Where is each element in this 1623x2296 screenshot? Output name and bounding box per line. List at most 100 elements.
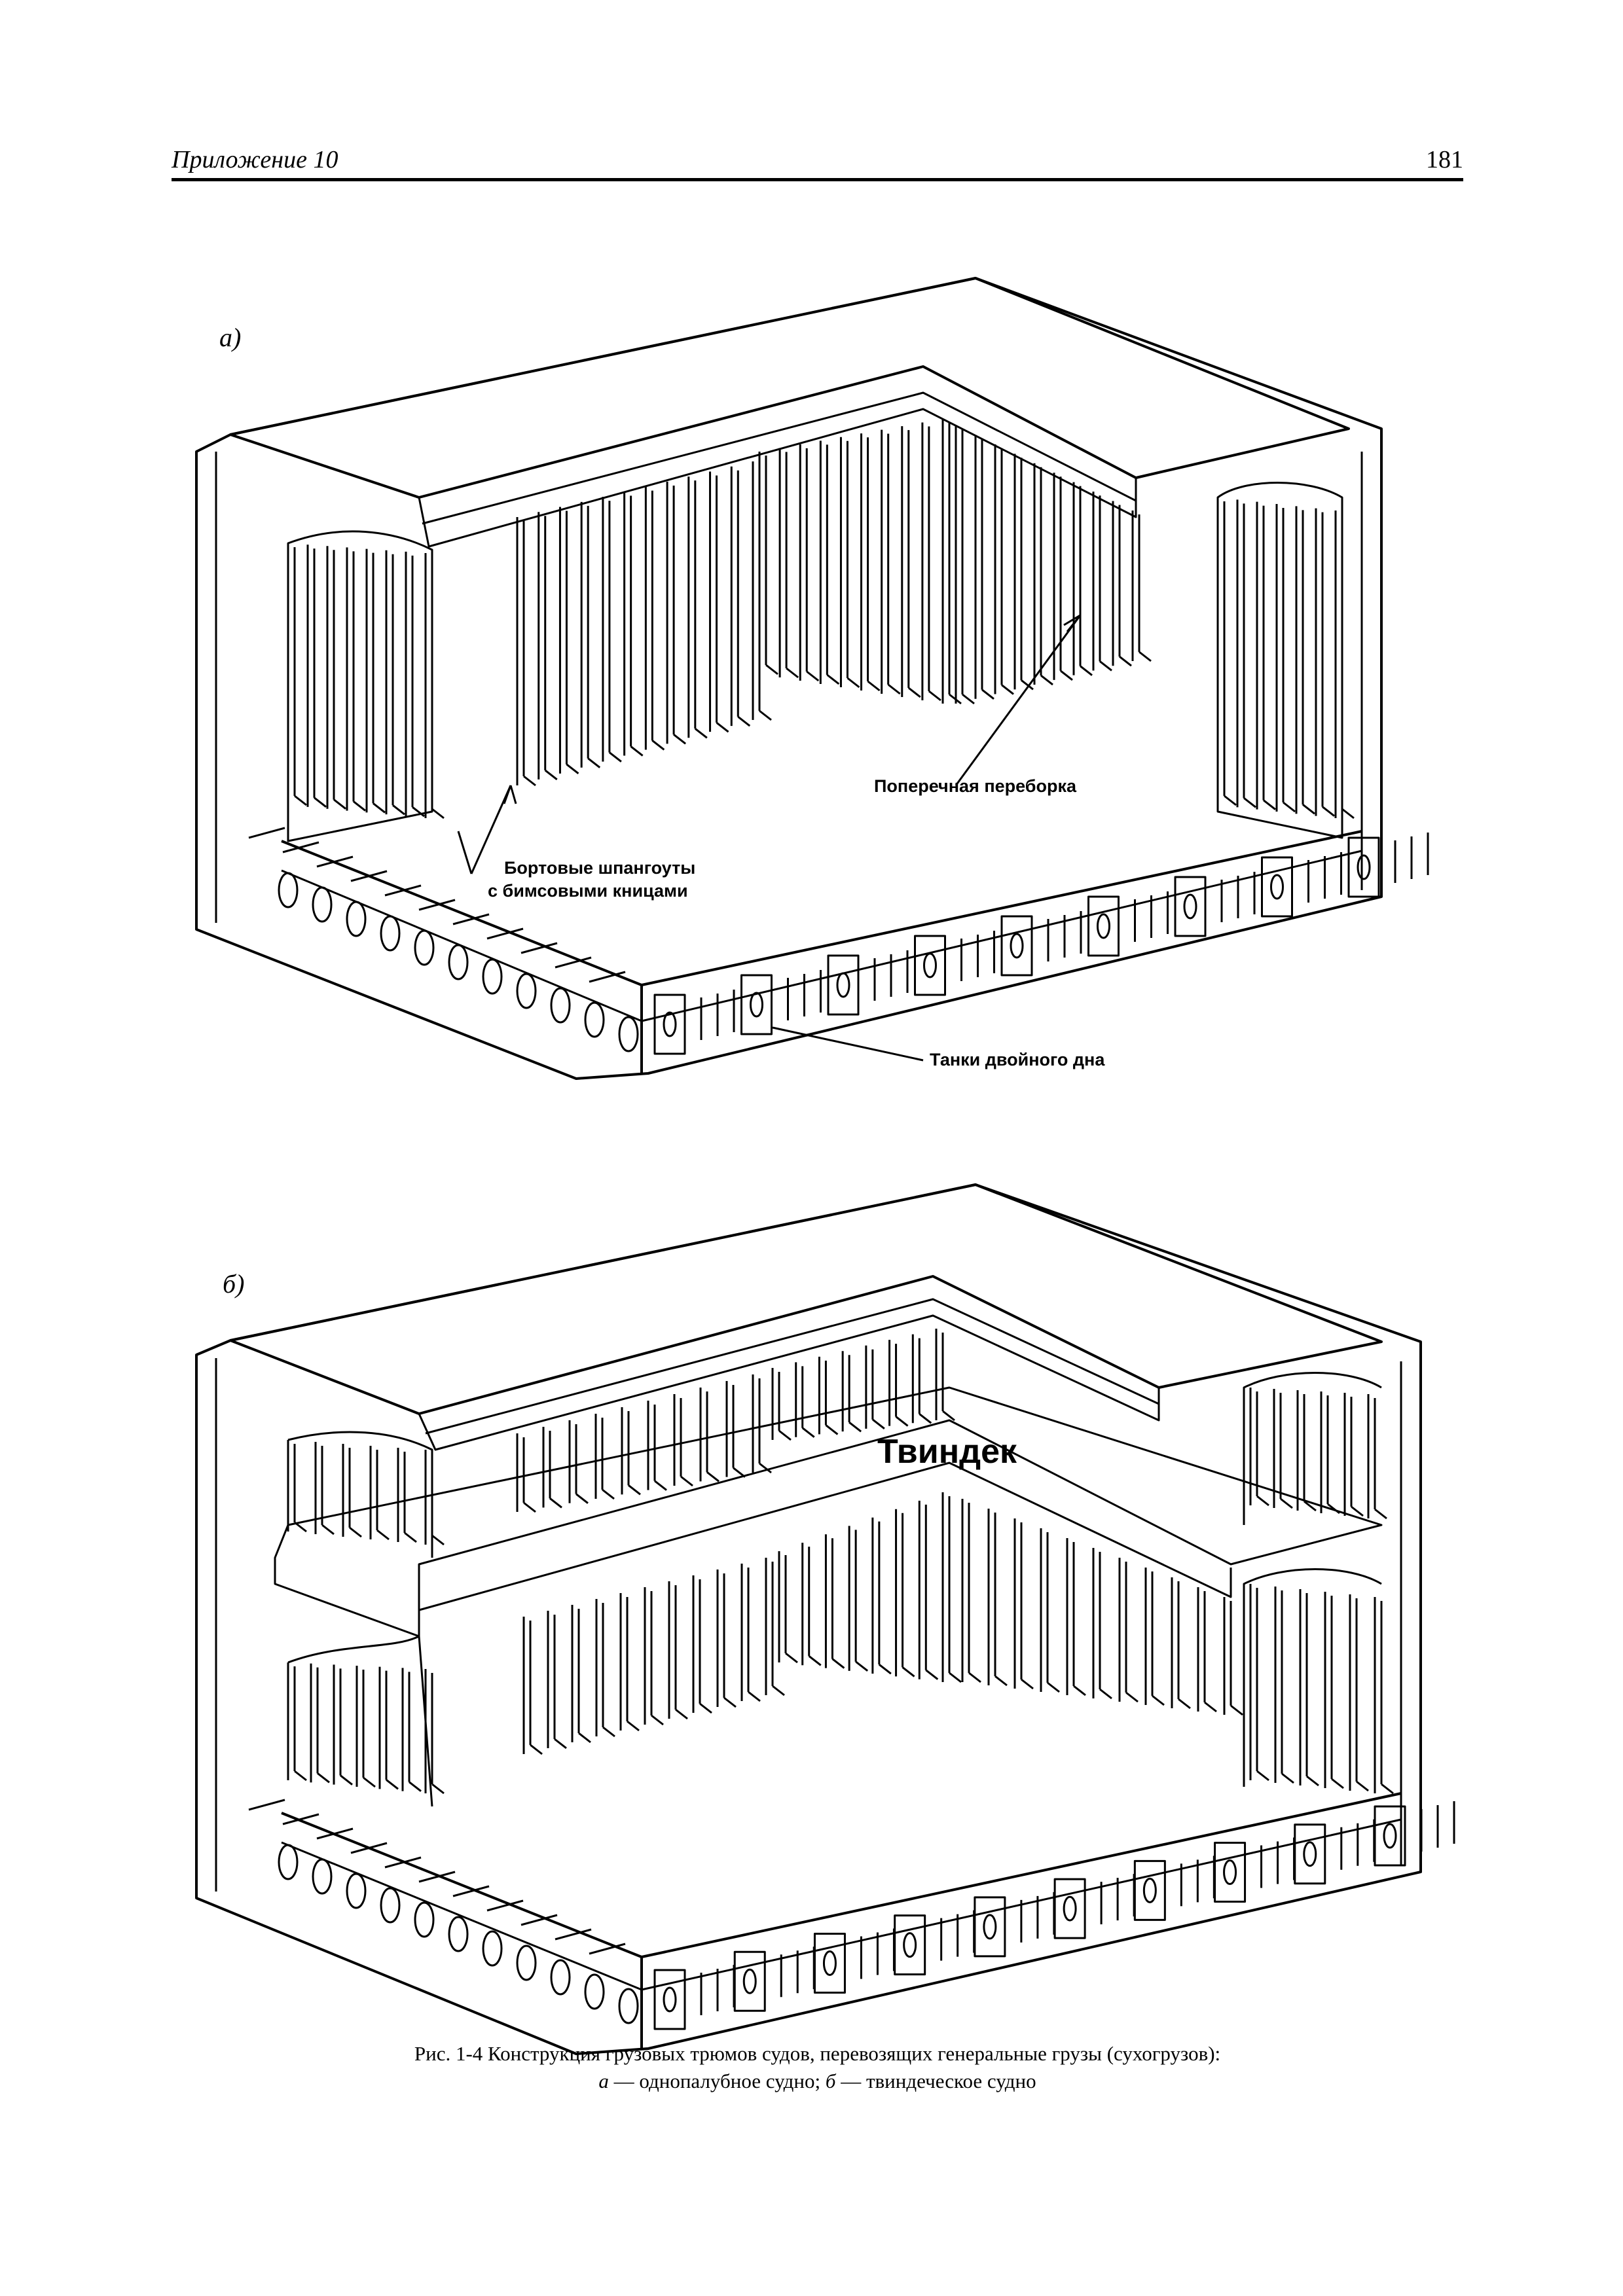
side-frame xyxy=(1341,808,1355,819)
floor-plate xyxy=(486,927,524,940)
bottom-girder xyxy=(740,974,773,1035)
hold-frame xyxy=(386,1779,399,1790)
floor-plate xyxy=(589,1943,626,1955)
lightening-hole xyxy=(278,872,299,908)
floor-plate xyxy=(384,884,422,897)
bulkhead-stiffener xyxy=(962,693,975,705)
hold-frame xyxy=(675,1708,688,1720)
figure-a-hold-drawing xyxy=(195,277,1383,1080)
lightening-hole xyxy=(482,1930,503,1967)
bottom-girder xyxy=(894,1914,926,1976)
tweendeck-stiffener xyxy=(871,1418,885,1430)
bulkhead-stiffener xyxy=(867,680,881,692)
lightening-hole xyxy=(983,1914,997,1940)
bulkhead-stiffener xyxy=(1099,1688,1112,1700)
tweendeck-frame xyxy=(1280,1498,1293,1509)
bulkhead-stiffener xyxy=(1021,1678,1034,1690)
tweendeck-frame xyxy=(1327,1503,1340,1515)
side-frame xyxy=(544,769,558,781)
hold-frame xyxy=(363,1776,376,1788)
lightening-hole xyxy=(414,929,435,966)
side-frame xyxy=(412,806,425,817)
hold-frame xyxy=(1331,1778,1344,1789)
callout-side-frames-line2: с бимсовыми кницами xyxy=(488,881,688,901)
side-frame xyxy=(1243,797,1256,808)
lightening-hole xyxy=(448,944,469,980)
floor-plate xyxy=(282,841,319,853)
lightening-hole xyxy=(312,886,333,923)
tweendeck-stiffener xyxy=(848,1421,862,1433)
tweendeck-frame xyxy=(733,1467,746,1478)
bottom-girder xyxy=(914,935,946,996)
caption-a-letter: а xyxy=(598,2070,609,2092)
bulkhead-stiffener xyxy=(1125,1691,1139,1703)
lightening-hole xyxy=(448,1916,469,1952)
bulkhead-stiffener xyxy=(968,1672,981,1683)
lightening-hole xyxy=(550,987,571,1024)
figure-caption-line1: Рис. 1-4 Конструкция грузовых трюмов суд… xyxy=(414,2042,1221,2065)
callout-tweendeck: Твиндек xyxy=(877,1433,1017,1471)
hold-frame xyxy=(699,1702,712,1714)
side-frame xyxy=(651,740,665,751)
side-frame xyxy=(523,775,536,787)
lightening-hole xyxy=(1357,854,1371,880)
lightening-hole xyxy=(346,1873,367,1909)
side-frame xyxy=(1302,804,1315,815)
side-frame xyxy=(587,757,601,768)
side-frame xyxy=(1263,799,1276,810)
lightening-hole xyxy=(1383,1823,1397,1849)
lightening-hole xyxy=(742,1968,757,1994)
lightening-hole xyxy=(618,1016,639,1052)
floor-plate xyxy=(418,899,456,911)
bulkhead-stiffener xyxy=(785,1652,798,1664)
figure-b-label: б) xyxy=(223,1269,245,1299)
tweendeck-frame xyxy=(294,1521,307,1533)
hold-frame xyxy=(1381,1783,1394,1795)
floor-plate xyxy=(316,1827,354,1840)
hold-frame xyxy=(340,1774,353,1785)
floor-plate xyxy=(248,827,285,839)
lightening-hole xyxy=(903,1932,917,1958)
floor-plate xyxy=(589,971,626,983)
figure-caption-line2: а — однопалубное судно; б — твиндеческое… xyxy=(172,2070,1463,2093)
floor-plate xyxy=(384,1856,422,1869)
tweendeck-stiffener xyxy=(778,1429,792,1441)
bottom-girder xyxy=(1053,1878,1086,1939)
floor-plate xyxy=(248,1799,285,1811)
hold-frame xyxy=(530,1744,543,1755)
callout-transverse-bulkhead: Поперечная переборка xyxy=(874,776,1077,796)
side-frame xyxy=(373,802,386,814)
lightening-hole xyxy=(584,1001,605,1038)
floor-plate xyxy=(316,855,354,868)
lightening-hole xyxy=(550,1959,571,1996)
hold-frame xyxy=(554,1738,567,1749)
bottom-girder xyxy=(1214,1842,1247,1903)
running-header-section: Приложение 10 xyxy=(172,146,338,173)
caption-a-text: — однопалубное судно; xyxy=(608,2070,826,2092)
bottom-girder xyxy=(1133,1859,1166,1921)
bulkhead-stiffener xyxy=(907,687,921,698)
bulkhead-stiffener xyxy=(1230,1704,1243,1716)
bulkhead-stiffener xyxy=(1060,670,1073,681)
caption-b-letter: б xyxy=(825,2070,836,2092)
hold-frame xyxy=(651,1714,664,1726)
tweendeck-stiffener xyxy=(801,1427,815,1438)
tweendeck-stiffener xyxy=(942,1410,955,1422)
side-frame xyxy=(1283,801,1296,813)
tweendeck-frame xyxy=(1374,1508,1387,1520)
lightening-hole xyxy=(750,992,763,1018)
bulkhead-stiffener xyxy=(808,1655,822,1666)
side-frame xyxy=(294,795,307,806)
lightening-hole xyxy=(278,1844,299,1880)
side-frame xyxy=(431,808,445,819)
bulkhead-stiffener xyxy=(902,1666,915,1677)
lightening-hole xyxy=(1183,893,1197,920)
lightening-hole xyxy=(482,958,503,995)
bulkhead-stiffener xyxy=(1139,651,1152,662)
bottom-girder xyxy=(1000,915,1033,977)
tweendeck-frame xyxy=(575,1493,589,1504)
side-frame xyxy=(716,721,729,733)
bulkhead-stiffener xyxy=(1001,684,1014,695)
tweendeck-frame xyxy=(404,1532,417,1543)
floor-plate xyxy=(452,913,490,925)
